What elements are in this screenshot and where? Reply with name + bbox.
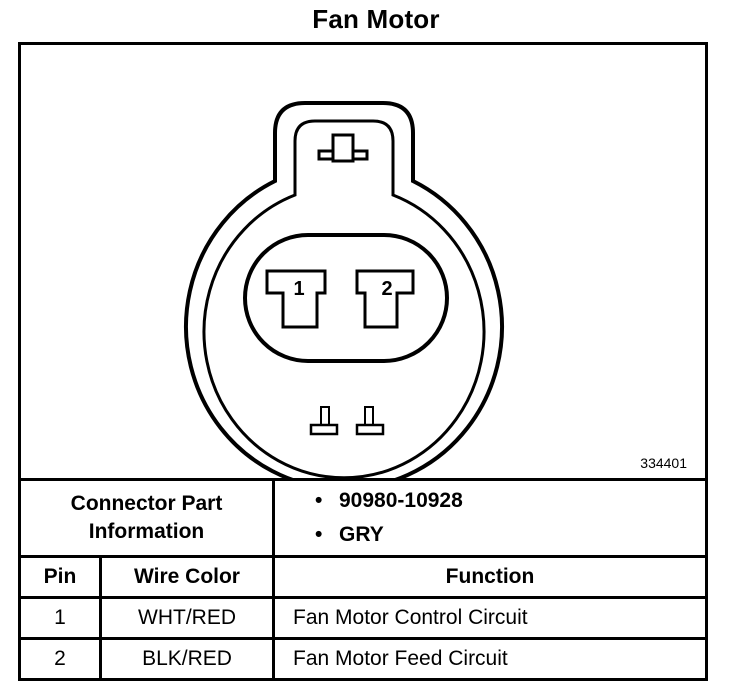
header-wire-color: Wire Color <box>99 555 275 599</box>
bullet-icon: • <box>315 489 323 512</box>
part-info-values: • 90980-10928 • GRY <box>272 478 708 558</box>
cell-function: Fan Motor Feed Circuit <box>272 637 708 681</box>
part-number: 90980-10928 <box>339 489 463 512</box>
connector-color-item: • GRY <box>315 518 705 552</box>
bottom-terminal-tabs <box>309 406 385 436</box>
header-function: Function <box>272 555 708 599</box>
part-info-label: Connector Part Information <box>18 478 275 558</box>
pin-label-1: 1 <box>293 278 304 300</box>
connector-info-table: Connector Part Information • 90980-10928 … <box>18 478 708 681</box>
figure-id: 334401 <box>640 455 687 471</box>
part-info-row: Connector Part Information • 90980-10928 … <box>18 478 708 558</box>
pin-label-2: 2 <box>381 278 392 300</box>
page-title: Fan Motor <box>312 4 440 34</box>
connector-latch <box>317 133 369 163</box>
table-row: 1 WHT/RED Fan Motor Control Circuit <box>18 596 708 640</box>
cell-pin: 1 <box>18 596 102 640</box>
table-header-row: Pin Wire Color Function <box>18 555 708 599</box>
cell-pin: 2 <box>18 637 102 681</box>
terminal-1-shape <box>265 269 327 329</box>
connector-diagram-panel: 1 2 334401 <box>18 42 708 481</box>
terminal-2-shape <box>355 269 415 329</box>
header-pin: Pin <box>18 555 102 599</box>
connector-face-drawing: 1 2 <box>184 101 504 481</box>
pin-cavity <box>243 233 449 363</box>
connector-color: GRY <box>339 523 384 546</box>
cell-function: Fan Motor Control Circuit <box>272 596 708 640</box>
connector-housing-inner <box>202 119 486 480</box>
cell-wire-color: WHT/RED <box>99 596 275 640</box>
table-row: 2 BLK/RED Fan Motor Feed Circuit <box>18 637 708 681</box>
part-number-item: • 90980-10928 <box>315 484 705 518</box>
connector-housing-outer <box>184 101 504 481</box>
bullet-icon: • <box>315 523 323 546</box>
cell-wire-color: BLK/RED <box>99 637 275 681</box>
